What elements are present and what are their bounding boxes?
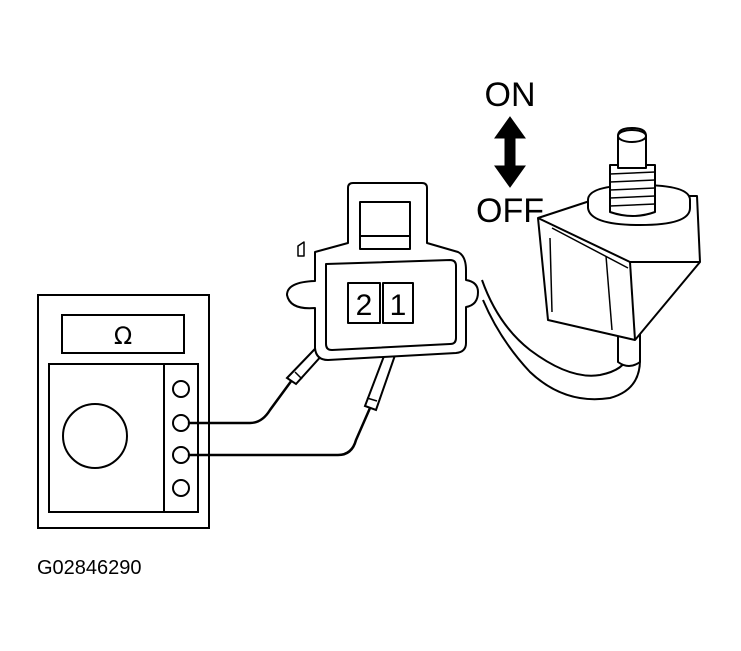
meter-jack-2 bbox=[172, 414, 190, 432]
meter-dial bbox=[62, 403, 128, 469]
meter-jack-3 bbox=[172, 446, 190, 464]
lead-wire-b bbox=[187, 406, 372, 457]
meter-jack-1 bbox=[172, 380, 190, 398]
on-off-arrow-icon bbox=[494, 116, 526, 188]
switch-assembly bbox=[537, 127, 701, 367]
ohmmeter bbox=[37, 294, 210, 529]
meter-jack-4 bbox=[172, 479, 190, 497]
pin-2-cavity bbox=[347, 282, 381, 324]
off-label: OFF bbox=[476, 192, 544, 230]
switch-thread bbox=[609, 164, 656, 217]
test-leads bbox=[187, 378, 372, 457]
connector-latch bbox=[359, 201, 411, 250]
lead-wire-a bbox=[187, 378, 294, 425]
pin-2-label: 2 bbox=[356, 289, 373, 322]
connector bbox=[286, 182, 479, 361]
ohm-symbol: Ω bbox=[114, 322, 132, 350]
meter-display bbox=[61, 314, 185, 354]
harness-cable bbox=[481, 279, 641, 401]
on-label: ON bbox=[485, 76, 536, 114]
pin-1-cavity bbox=[382, 282, 414, 324]
figure-code: G02846290 bbox=[37, 557, 142, 579]
pin-1-label: 1 bbox=[390, 289, 407, 322]
